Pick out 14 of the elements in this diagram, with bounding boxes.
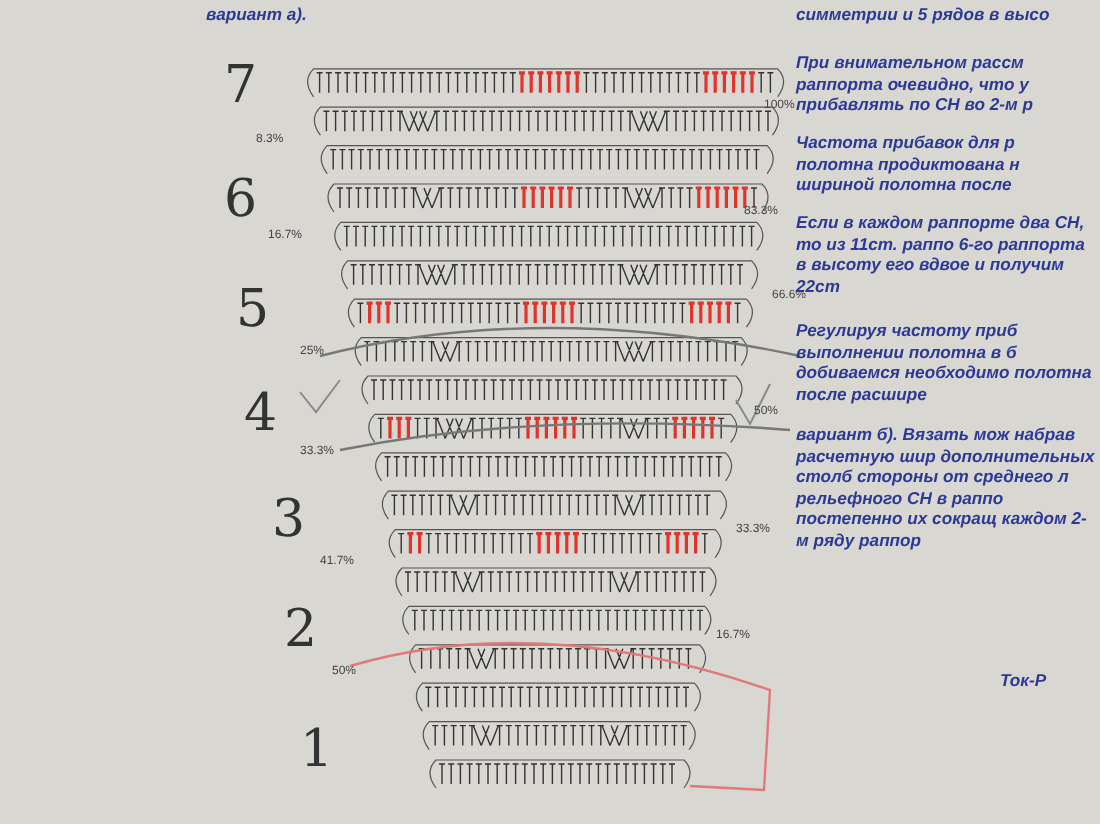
- paragraph: Частота прибавок для р полотна продиктована н шириной полотна после: [796, 132, 1022, 196]
- paragraph: При внимательном рассм раппорта очевидно, что у прибавлять по СН во 2-м р: [796, 52, 1036, 116]
- row-number: 3: [272, 490, 306, 550]
- paragraph: вариант б). Вязать мож набрав расчетную шир дополнительных столб стороны от среднего л рельефного СН в раппо постепенно их сокращ каждом 2-м ряду раппор: [796, 424, 1096, 552]
- paragraph: симметрии и 5 рядов в высо: [796, 4, 1052, 26]
- paragraph: Ток-Р: [1000, 670, 1049, 692]
- heading: вариант а).: [206, 4, 307, 26]
- row-number: 4: [244, 384, 278, 444]
- row-number: 2: [284, 600, 318, 660]
- row-number: 6: [224, 170, 258, 230]
- row-number: 5: [236, 280, 270, 340]
- row-number: 1: [300, 720, 334, 780]
- paragraph: Регулируя частоту приб выполнении полотна в б добиваемся необходимо полотна после расшире: [796, 320, 1094, 405]
- row-number: 7: [224, 56, 258, 116]
